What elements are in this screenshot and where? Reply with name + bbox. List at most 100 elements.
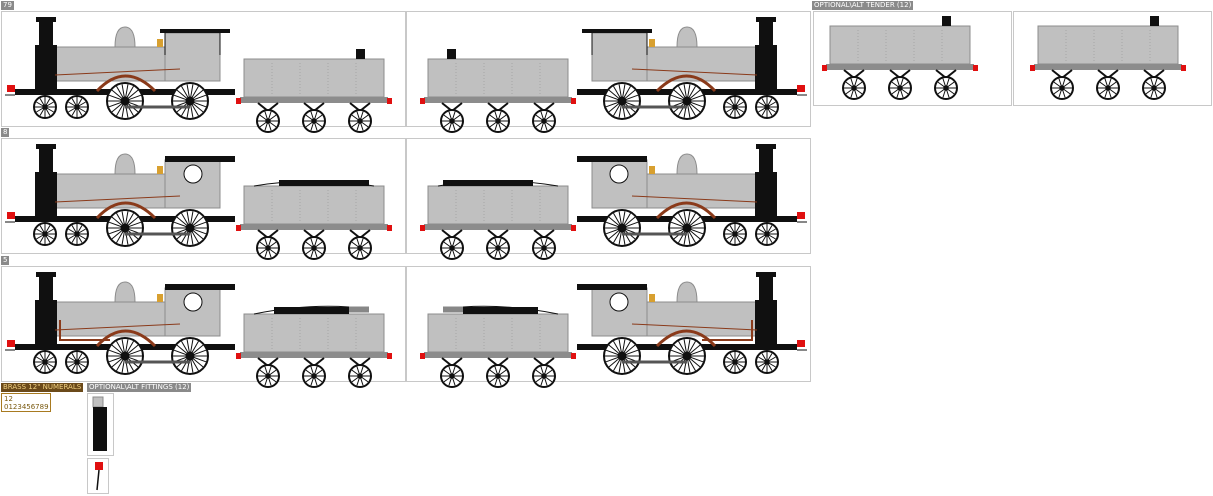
steam-dome xyxy=(676,26,698,48)
chimney xyxy=(39,276,53,302)
steam-dome xyxy=(114,281,136,303)
tender-frame xyxy=(424,224,572,230)
buffer xyxy=(420,353,425,359)
driving-wheel xyxy=(171,209,209,247)
water-filler xyxy=(1150,16,1159,26)
cab-window xyxy=(183,164,203,184)
buffer xyxy=(387,98,392,104)
tender xyxy=(236,49,392,133)
safety-valve xyxy=(649,294,655,302)
buffer xyxy=(973,65,978,71)
driving-wheel xyxy=(603,337,641,375)
buffer xyxy=(7,340,15,347)
boiler-band xyxy=(54,68,181,76)
tender-wheel xyxy=(532,109,556,133)
buffer-head xyxy=(95,462,103,470)
sprite-frame-79-left xyxy=(1,11,406,127)
section-label-8: 8 xyxy=(1,128,10,137)
safety-valve xyxy=(649,166,655,174)
splasher xyxy=(655,201,717,220)
sprite-frame-tender-right xyxy=(1013,11,1212,106)
chimney-cap xyxy=(36,17,56,22)
driving-wheel xyxy=(668,337,706,375)
tender xyxy=(236,305,392,388)
water-filler xyxy=(942,16,951,26)
buffer xyxy=(797,85,805,92)
buffer xyxy=(7,85,15,92)
driving-wheel xyxy=(106,82,144,120)
tender-wheel xyxy=(1142,76,1166,100)
alt-tender-left xyxy=(822,16,978,100)
buffer xyxy=(236,98,241,104)
tender-tank xyxy=(243,185,385,225)
tender-tank xyxy=(243,313,385,353)
tender-wheel xyxy=(348,364,372,388)
coal-load xyxy=(279,180,369,186)
cab-window xyxy=(609,164,629,184)
coal-load xyxy=(274,307,349,314)
locomotive xyxy=(5,144,235,247)
buffer xyxy=(236,353,241,359)
sprite-frame-fitting-buffer xyxy=(87,458,109,494)
tender-frame xyxy=(826,64,974,70)
smokebox xyxy=(35,172,57,218)
alt-chimney-fitting xyxy=(92,396,107,451)
tender-wheel xyxy=(486,364,510,388)
tender xyxy=(420,180,576,260)
train-facing-left xyxy=(420,272,807,388)
tender-wheel xyxy=(1050,76,1074,100)
leading-wheel xyxy=(723,350,747,374)
tender-tank xyxy=(829,25,971,65)
section-label-79: 79 xyxy=(1,1,14,10)
chimney-body xyxy=(93,407,107,451)
tender-wheel xyxy=(888,76,912,100)
chimney xyxy=(759,148,773,174)
leading-wheel xyxy=(755,350,779,374)
coal-load xyxy=(463,307,538,314)
chimney-cap xyxy=(756,144,776,149)
boiler-band xyxy=(54,195,181,203)
buffer xyxy=(387,353,392,359)
leading-wheel xyxy=(723,95,747,119)
safety-valve xyxy=(649,39,655,47)
tender-wheel xyxy=(302,236,326,260)
coal-rail xyxy=(437,180,559,187)
sprite-frame-79-right xyxy=(406,11,811,127)
leading-wheel xyxy=(33,95,57,119)
chimney xyxy=(39,148,53,174)
cab xyxy=(164,32,221,82)
tender-wheel xyxy=(348,236,372,260)
buffer xyxy=(571,353,576,359)
tender xyxy=(1030,16,1186,100)
tender-frame xyxy=(240,352,388,358)
smokebox xyxy=(35,45,57,91)
cab-roof xyxy=(582,29,652,33)
locomotive xyxy=(577,17,807,120)
chimney-top xyxy=(92,396,104,408)
tender-wheel xyxy=(256,109,280,133)
tender-wheel xyxy=(440,236,464,260)
boiler-band xyxy=(631,323,758,331)
cab-roof xyxy=(160,29,230,33)
safety-valve xyxy=(157,294,163,302)
coal-load xyxy=(443,180,533,186)
cab-window xyxy=(183,292,203,312)
safety-valve xyxy=(157,166,163,174)
buffer xyxy=(822,65,827,71)
leading-wheel xyxy=(65,95,89,119)
tender-frame xyxy=(240,97,388,103)
buffer xyxy=(797,212,805,219)
splasher xyxy=(95,74,157,93)
cab xyxy=(591,32,648,82)
tender xyxy=(420,305,576,388)
sprite-frame-8-left xyxy=(1,138,406,254)
tender-tank xyxy=(427,313,569,353)
tender-wheel xyxy=(440,109,464,133)
tender xyxy=(420,49,576,133)
copper-pipe xyxy=(59,320,110,341)
steam-dome xyxy=(114,26,136,48)
tender-wheel xyxy=(842,76,866,100)
numerals-row-2: 0123456789 xyxy=(4,403,49,411)
sprite-frame-fitting-chimney xyxy=(87,393,114,456)
tender-tank xyxy=(427,185,569,225)
